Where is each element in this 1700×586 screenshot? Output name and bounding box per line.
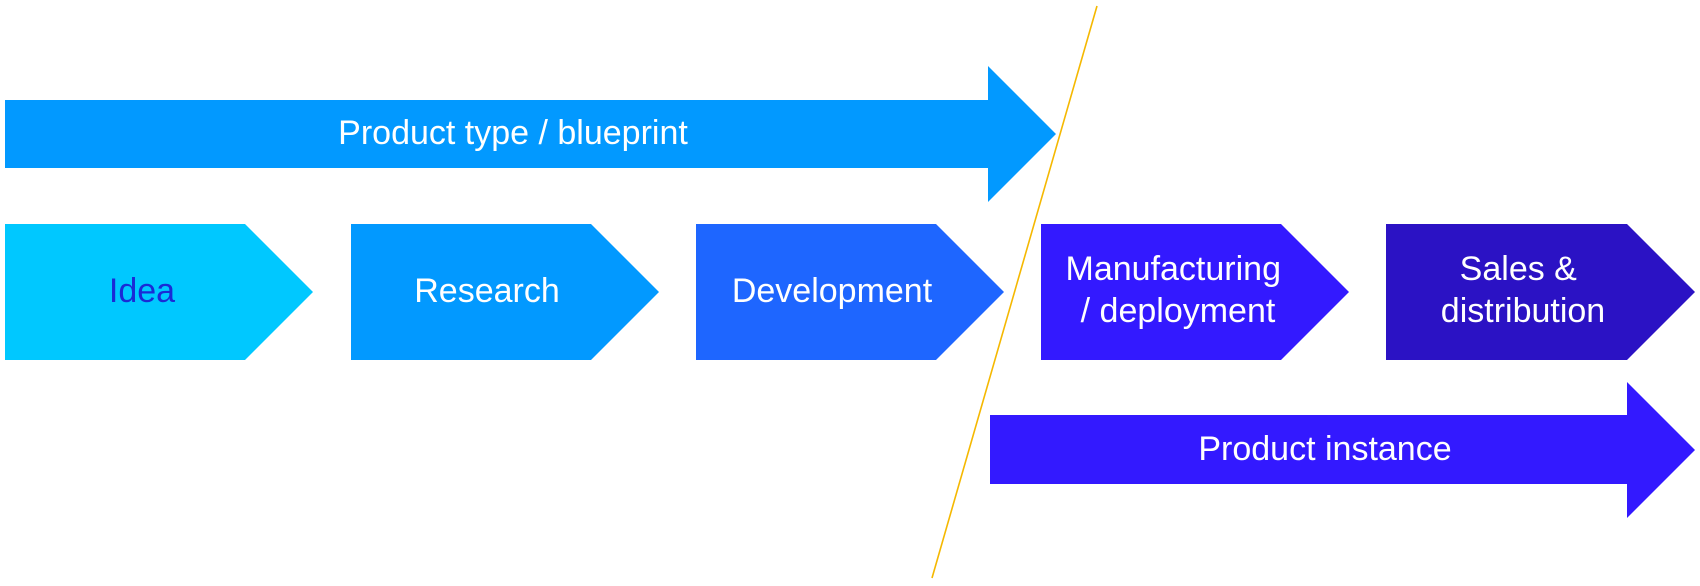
stage-sales-shape xyxy=(1386,224,1695,360)
stage-sales-label: Sales & distribution xyxy=(1441,250,1605,330)
instance-arrow-shape xyxy=(990,382,1695,518)
instance-arrow: Product instance xyxy=(990,382,1695,518)
stage-manufacturing-label: Manufacturing / deployment xyxy=(1066,250,1291,330)
stage-manufacturing-shape xyxy=(1041,224,1349,360)
blueprint-instance-divider xyxy=(931,5,1098,579)
stage-development-shape xyxy=(696,224,1004,360)
stage-development-label: Development xyxy=(732,272,933,310)
blueprint-arrow-shape xyxy=(5,66,1056,202)
blueprint-arrow: Product type / blueprint xyxy=(5,66,1056,202)
instance-arrow-label: Product instance xyxy=(1198,430,1451,468)
stage-research: Research xyxy=(351,224,659,360)
stage-row: Idea Research Development Manufacturing … xyxy=(5,224,1695,360)
stage-manufacturing: Manufacturing / deployment xyxy=(1041,224,1349,360)
stage-idea-label: Idea xyxy=(109,272,175,310)
blueprint-arrow-label: Product type / blueprint xyxy=(338,114,688,152)
stage-research-shape xyxy=(351,224,659,360)
stage-idea: Idea xyxy=(5,224,313,360)
stage-development: Development xyxy=(696,224,1004,360)
stage-idea-shape xyxy=(5,224,313,360)
stage-sales: Sales & distribution xyxy=(1386,224,1695,360)
stage-research-label: Research xyxy=(414,272,560,310)
